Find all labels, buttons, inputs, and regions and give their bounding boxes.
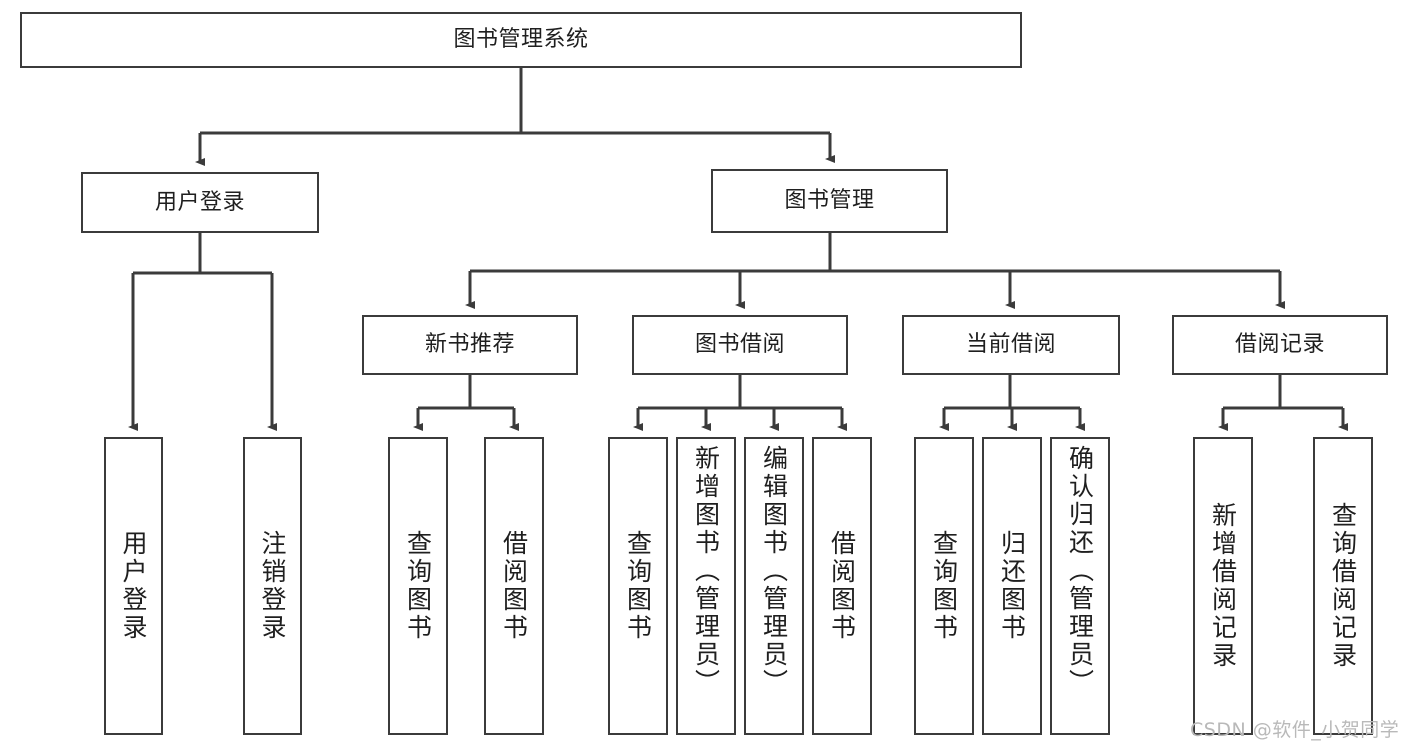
node-user-login-label: 用户登录: [154, 189, 245, 215]
leaf-book-borrow-edit[interactable]: 编辑图书（管理员）: [744, 437, 804, 735]
leaf-borrow-record-query[interactable]: 查询借阅记录: [1313, 437, 1373, 735]
watermark-text: CSDN @软件_小贺同学: [1190, 719, 1400, 741]
leaf-book-borrow-query-label: 查询图书: [623, 530, 653, 642]
node-root[interactable]: 图书管理系统: [20, 12, 1022, 68]
node-book-borrow[interactable]: 图书借阅: [632, 315, 848, 375]
node-root-label: 图书管理系统: [453, 27, 589, 53]
leaf-new-book-borrow-label: 借阅图书: [499, 530, 529, 642]
leaf-current-borrow-confirm-label: 确认归还（管理员）: [1065, 445, 1095, 697]
leaf-current-borrow-query-label: 查询图书: [929, 530, 959, 642]
leaf-current-borrow-confirm[interactable]: 确认归还（管理员）: [1050, 437, 1110, 735]
node-borrow-record-label: 借阅记录: [1234, 332, 1325, 358]
leaf-book-borrow-borrow-label: 借阅图书: [827, 530, 857, 642]
leaf-new-book-query-label: 查询图书: [403, 530, 433, 642]
node-borrow-record[interactable]: 借阅记录: [1172, 315, 1388, 375]
leaf-book-borrow-add-label: 新增图书（管理员）: [691, 445, 721, 697]
leaf-user-login-login[interactable]: 用户登录: [104, 437, 163, 735]
node-book-manage-label: 图书管理: [784, 188, 875, 214]
leaf-borrow-record-add-label: 新增借阅记录: [1208, 502, 1238, 670]
leaf-book-borrow-query[interactable]: 查询图书: [608, 437, 668, 735]
leaf-book-borrow-add[interactable]: 新增图书（管理员）: [676, 437, 736, 735]
leaf-user-login-login-label: 用户登录: [119, 530, 148, 642]
leaf-book-borrow-edit-label: 编辑图书（管理员）: [759, 445, 789, 697]
leaf-new-book-query[interactable]: 查询图书: [388, 437, 448, 735]
node-current-borrow-label: 当前借阅: [965, 332, 1056, 358]
leaf-borrow-record-query-label: 查询借阅记录: [1328, 502, 1358, 670]
node-current-borrow[interactable]: 当前借阅: [902, 315, 1120, 375]
leaf-current-borrow-return-label: 归还图书: [997, 530, 1027, 642]
leaf-user-login-logout-label: 注销登录: [258, 530, 287, 642]
node-new-book-recommend[interactable]: 新书推荐: [362, 315, 578, 375]
leaf-current-borrow-return[interactable]: 归还图书: [982, 437, 1042, 735]
node-user-login[interactable]: 用户登录: [81, 172, 319, 233]
leaf-user-login-logout[interactable]: 注销登录: [243, 437, 302, 735]
node-book-borrow-label: 图书借阅: [694, 332, 785, 358]
leaf-book-borrow-borrow[interactable]: 借阅图书: [812, 437, 872, 735]
node-new-book-recommend-label: 新书推荐: [424, 332, 515, 358]
leaf-current-borrow-query[interactable]: 查询图书: [914, 437, 974, 735]
node-book-manage[interactable]: 图书管理: [711, 169, 948, 233]
leaf-borrow-record-add[interactable]: 新增借阅记录: [1193, 437, 1253, 735]
leaf-new-book-borrow[interactable]: 借阅图书: [484, 437, 544, 735]
